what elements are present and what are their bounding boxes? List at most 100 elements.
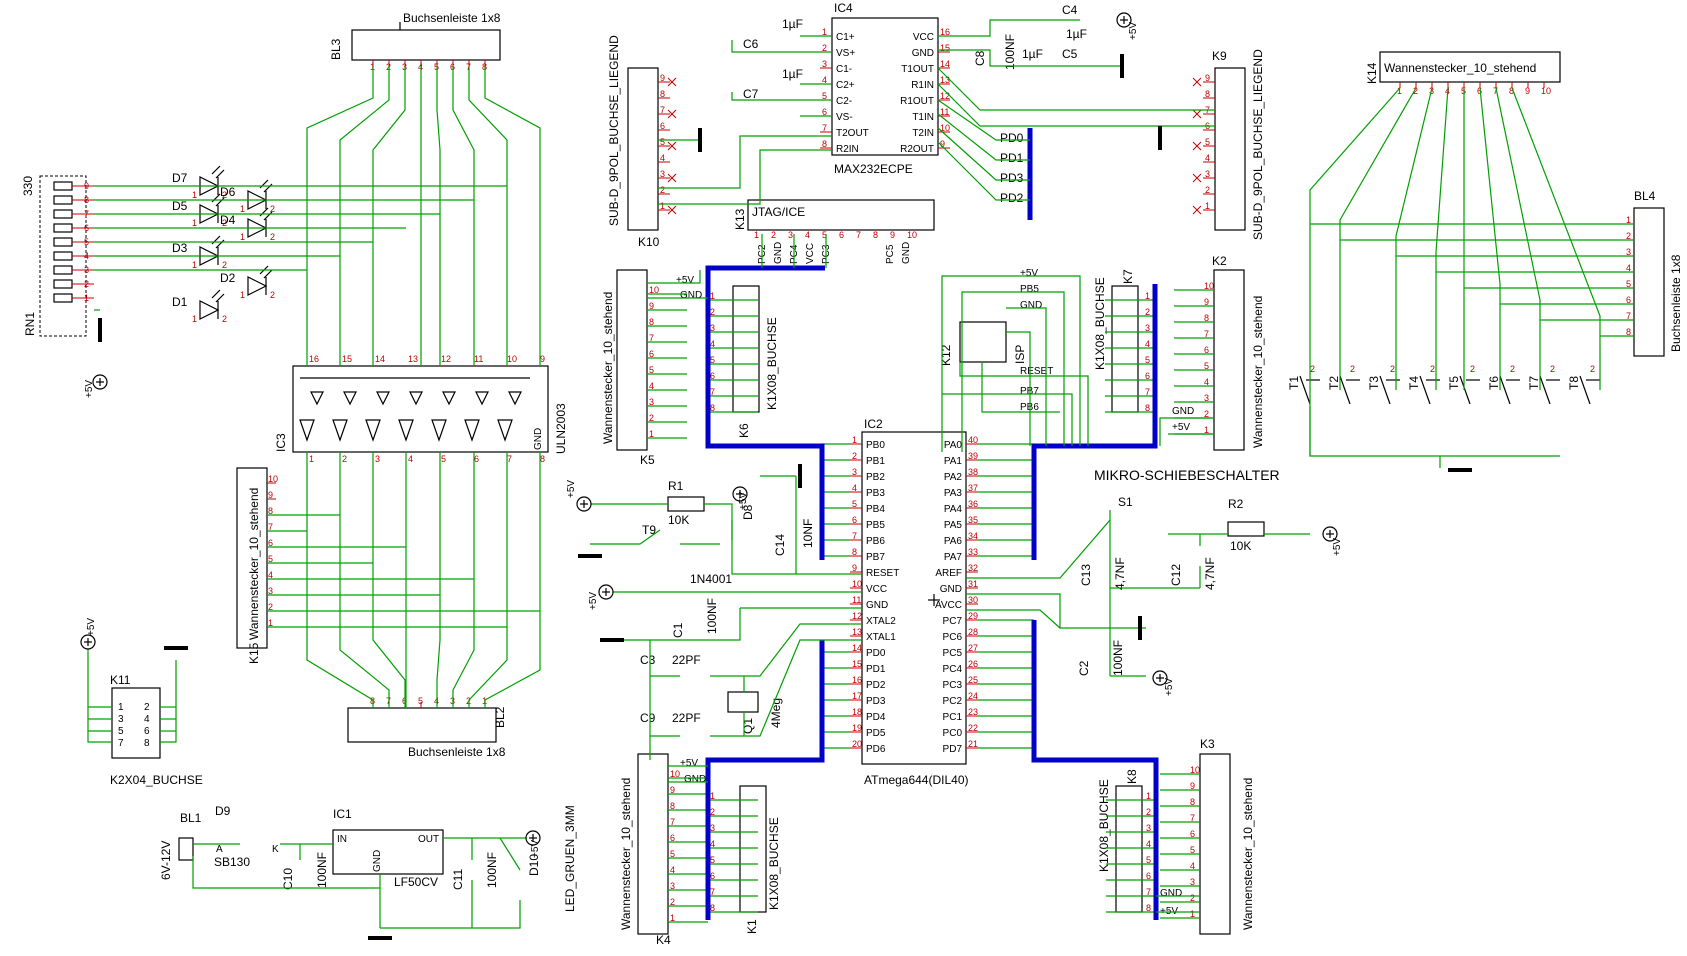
svg-text:+5V: +5V	[1172, 422, 1190, 433]
pin-number: 1	[754, 230, 759, 240]
vcc-label: +5V	[588, 592, 599, 610]
pin-number: 5	[84, 237, 89, 247]
vcc-symbol	[576, 496, 592, 512]
svg-text:BL4: BL4	[1634, 189, 1656, 203]
pin-number: 7	[710, 387, 715, 397]
pin-number: 21	[968, 739, 978, 749]
switch-t1: T12	[1287, 364, 1320, 405]
switch-label: T7	[1527, 376, 1541, 390]
crystal-circuit: C1 100NF C3 22PF C9 22PF Q1 4Meg	[640, 598, 783, 734]
pin-number: 7	[660, 105, 665, 115]
pin-name: T2IN	[912, 128, 934, 139]
led-label: D5	[172, 199, 188, 213]
pin-number: 1	[649, 429, 654, 439]
pin-number: 3	[1146, 823, 1151, 833]
power-supply: BL1 6V-12V D9 SB130 A K IC1 IN OUT GND L…	[159, 804, 577, 912]
pin-number: 19	[852, 723, 862, 733]
pin-number: 2	[1550, 364, 1555, 374]
svg-text:PD1: PD1	[1000, 151, 1024, 165]
pin-number: 2	[710, 307, 715, 317]
pin-number: 6	[1626, 295, 1631, 305]
pin-name: PC7	[943, 616, 963, 627]
pin-name: PD2	[866, 680, 886, 691]
pin-name: PD4	[866, 712, 886, 723]
pin-number: 2	[1510, 364, 1515, 374]
pin-name: PA4	[944, 504, 963, 515]
pin-number: 9	[84, 181, 89, 191]
pin-number: 1	[240, 290, 245, 300]
svg-text:GND: GND	[533, 428, 544, 450]
pin-number: 8	[660, 89, 665, 99]
svg-text:C8: C8	[973, 50, 987, 66]
led-label: D2	[220, 271, 236, 285]
pin-name: PD5	[866, 728, 886, 739]
pin-number: 8	[1509, 86, 1514, 96]
pin-name: GND	[940, 584, 962, 595]
pin-name: PC2	[943, 696, 963, 707]
pin-number: 1	[822, 27, 827, 37]
svg-text:10K: 10K	[1230, 539, 1251, 553]
svg-text:K: K	[272, 844, 279, 855]
switch-t7: T7 2	[1527, 364, 1560, 405]
svg-text:C10: C10	[281, 868, 295, 890]
pin-number: 3	[670, 881, 675, 891]
svg-text:+5V: +5V	[1020, 268, 1038, 279]
svg-text:1N4001: 1N4001	[690, 572, 732, 586]
pin-number: 3	[710, 823, 715, 833]
svg-text:IC1: IC1	[333, 807, 352, 821]
pin-name: PC5	[943, 648, 963, 659]
svg-text:4,7NF: 4,7NF	[1203, 557, 1217, 590]
pin-name: PA6	[944, 536, 963, 547]
switch-label: T5	[1447, 376, 1461, 390]
pin-number: 1	[660, 201, 665, 211]
pin-number: 2	[670, 897, 675, 907]
svg-text:ISP: ISP	[1013, 345, 1027, 364]
pin-number: 1	[1204, 425, 1209, 435]
jtag-pin-name: GND	[901, 242, 912, 264]
svg-text:K12: K12	[939, 344, 953, 366]
pin-number: 1	[852, 435, 857, 445]
pin-number: 4	[1145, 339, 1150, 349]
svg-text:4Meg: 4Meg	[769, 698, 783, 728]
pin-number: 6	[1190, 829, 1195, 839]
pin-number: 5	[1204, 361, 1209, 371]
switch-t2: T22	[1327, 364, 1360, 405]
pin-number: 11	[940, 107, 949, 117]
pin-number: 6	[1146, 871, 1151, 881]
svg-text:IN: IN	[337, 834, 347, 845]
connector-k4: Wannenstecker_10_stehend K4 +5V GND 1098…	[619, 753, 708, 947]
svg-text:K7: K7	[1121, 269, 1135, 284]
switch-t5: T52	[1447, 364, 1480, 405]
pin-number: 12	[852, 611, 862, 621]
pin-number: 6	[144, 726, 150, 737]
pin-number: 1	[268, 618, 273, 628]
pin-number: 2	[822, 43, 827, 53]
pin-number: 8	[1205, 89, 1210, 99]
pin-number: 5	[1205, 137, 1210, 147]
pin-number: 7	[852, 531, 857, 541]
pin-number: 9	[1525, 86, 1530, 96]
svg-text:C5: C5	[1062, 47, 1078, 61]
pin-name: XTAL1	[866, 632, 896, 643]
pin-number: 2	[222, 218, 227, 228]
pin-number: 7	[84, 209, 89, 219]
pin-number: 9	[940, 139, 945, 149]
svg-text:Wannenstecker_10_stehend: Wannenstecker_10_stehend	[247, 488, 261, 640]
pin-number: 15	[342, 354, 352, 364]
pin-number: 4	[144, 714, 150, 725]
pin-name: GND	[912, 48, 934, 59]
vcc-label: +5V	[738, 492, 749, 510]
pin-number: 5	[822, 230, 827, 240]
pin-number: 2	[710, 807, 715, 817]
pin-number: 5	[660, 137, 665, 147]
pin-name: PB0	[866, 440, 885, 451]
svg-text:SUB-D_9POL_BUCHSE_LIEGEND: SUB-D_9POL_BUCHSE_LIEGEND	[1251, 49, 1265, 240]
vcc-label: +5V	[86, 618, 97, 636]
pin-number: 1	[1626, 215, 1631, 225]
